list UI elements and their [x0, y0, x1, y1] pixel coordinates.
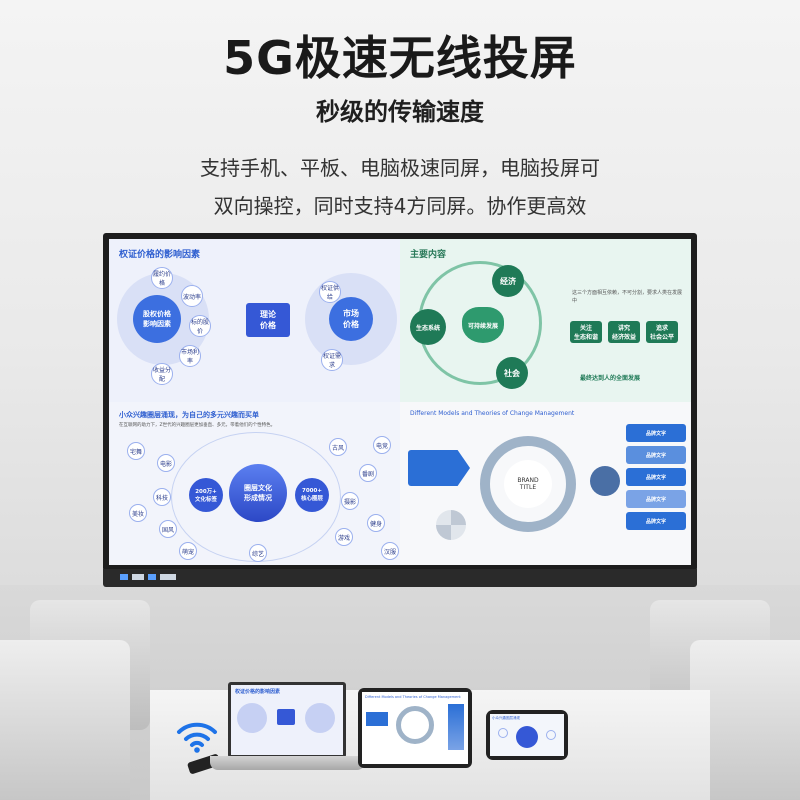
q1-bubble-6: 权证供给 — [319, 281, 341, 303]
front-port-typec[interactable] — [148, 574, 156, 580]
display-bottom-bezel — [103, 569, 697, 587]
q3-stat-left: 200万+ 文化标签 — [189, 478, 223, 512]
q2-card-3: 追求 社会公平 — [646, 321, 678, 343]
q4-ring — [480, 436, 576, 532]
q4-arrow-block — [408, 450, 470, 486]
laptop-bubble-left — [237, 703, 267, 733]
q2-card-2: 讲究 经济效益 — [608, 321, 640, 343]
q2-bottom-text: 最终达到人的全面发展 — [580, 375, 641, 382]
q2-node-sustainable: 可持续发展 — [462, 307, 504, 343]
q2-node-society: 社会 — [496, 357, 528, 389]
laptop-screen-title: 权证价格的影响因素 — [235, 689, 281, 695]
smartphone[interactable]: 小众兴趣圈层涌现 — [486, 710, 568, 760]
q1-title: 权证价格的影响因素 — [119, 250, 201, 260]
q3-tag-9: 番剧 — [359, 464, 377, 482]
q3-tag-6: 萌宠 — [179, 542, 197, 560]
slide-quadrant-2: 主要内容 经济 生态系统 可持续发展 社会 这三个方面相互依赖，不可分割，要求人… — [400, 239, 691, 402]
q4-gear — [590, 466, 620, 496]
laptop-screen: 权证价格的影响因素 — [231, 685, 343, 755]
tablet[interactable]: Different Models and Theories of Change … — [358, 688, 472, 768]
q1-center-right: 市场 价格 — [329, 297, 373, 341]
tablet-screen: Different Models and Theories of Change … — [362, 692, 468, 764]
tablet-side-items — [448, 704, 464, 750]
q1-bubble-7: 权证需求 — [321, 349, 343, 371]
q4-side-item-5: 品牌文字 — [626, 512, 686, 530]
chair-left-front — [0, 640, 130, 800]
q3-tag-1: 宅舞 — [127, 442, 145, 460]
tablet-screen-title: Different Models and Theories of Change … — [365, 695, 461, 699]
q4-side-item-3: 品牌文字 — [626, 468, 686, 486]
laptop[interactable]: 权证价格的影响因素 — [228, 682, 346, 758]
q1-center-left: 股权价格 影响因素 — [133, 295, 181, 343]
q1-center-mid: 理论 价格 — [246, 303, 290, 337]
q4-center: BRAND TITLE — [504, 460, 552, 508]
q4-side-item-2: 品牌文字 — [626, 446, 686, 464]
q4-pie — [436, 510, 466, 540]
front-port-hdmi[interactable] — [132, 574, 144, 580]
q4-side-item-4: 品牌文字 — [626, 490, 686, 508]
phone-screen: 小众兴趣圈层涌现 — [490, 714, 564, 756]
q1-bubble-1: 履约价格 — [151, 267, 173, 289]
subheadline: 秒级的传输速度 — [316, 98, 484, 126]
q3-tag-4: 美妆 — [129, 504, 147, 522]
q3-title: 小众兴趣圈层涌现，为自己的多元兴趣而买单 — [119, 411, 259, 419]
q3-tag-bottom: 综艺 — [249, 544, 267, 562]
slide-quadrant-1: 权证价格的影响因素 股权价格 影响因素 理论 价格 市场 价格 履约价格 波动率… — [109, 239, 400, 402]
q2-card-1: 关注 生态和谐 — [570, 321, 602, 343]
front-port-extra[interactable] — [160, 574, 176, 580]
slide-quadrant-3: 小众兴趣圈层涌现，为自己的多元兴趣而买单 在互联网的助力下，Z世代的兴趣圈层更加… — [109, 402, 400, 565]
q3-tag-12: 游戏 — [335, 528, 353, 546]
q3-tag-3: 科技 — [153, 488, 171, 506]
q3-tag-13: 汉服 — [381, 542, 399, 560]
phone-bubble-left — [498, 728, 508, 738]
q3-tag-5: 国风 — [159, 520, 177, 538]
q4-side-item-1: 品牌文字 — [626, 424, 686, 442]
display-screen[interactable]: 权证价格的影响因素 股权价格 影响因素 理论 价格 市场 价格 履约价格 波动率… — [109, 239, 691, 565]
tablet-arrow — [366, 712, 388, 726]
front-port-usb[interactable] — [120, 574, 128, 580]
q3-tag-7: 古风 — [329, 438, 347, 456]
q3-stat-right: 7000+ 核心圈层 — [295, 478, 329, 512]
q2-node-economy: 经济 — [492, 265, 524, 297]
phone-bubble-right — [546, 730, 556, 740]
q2-node-ecosystem: 生态系统 — [410, 309, 446, 345]
q2-title: 主要内容 — [410, 250, 447, 260]
phone-screen-title: 小众兴趣圈层涌现 — [492, 716, 520, 720]
interactive-display: 权证价格的影响因素 股权价格 影响因素 理论 价格 市场 价格 履约价格 波动率… — [103, 233, 697, 571]
laptop-base — [210, 756, 365, 770]
q1-bubble-3: 标的股价 — [189, 315, 211, 337]
slide-quadrant-4: Different Models and Theories of Change … — [400, 402, 691, 565]
q1-bubble-2: 波动率 — [181, 285, 203, 307]
q2-intro: 这三个方面相互依赖，不可分割，要求人类在发展中 — [572, 290, 683, 304]
q4-title: Different Models and Theories of Change … — [410, 410, 575, 417]
q3-tag-8: 电竞 — [373, 436, 391, 454]
wifi-icon — [177, 722, 217, 753]
laptop-bubble-right — [305, 703, 335, 733]
q3-subtitle: 在互联网的助力下，Z世代的兴趣圈层更加垂直、多元，带着他们的个性特色。 — [119, 423, 276, 428]
q3-center: 圈层文化 形成情况 — [229, 464, 287, 522]
laptop-box-center — [277, 709, 295, 725]
q1-bubble-4: 市场利率 — [179, 345, 201, 367]
tablet-ring — [396, 706, 434, 744]
q3-tag-10: 摄影 — [341, 492, 359, 510]
description-line-1: 支持手机、平板、电脑极速同屏，电脑投屏可 — [200, 156, 600, 180]
phone-center-bubble — [516, 726, 538, 748]
q3-tag-11: 健身 — [367, 514, 385, 532]
description-line-2: 双向操控，同时支持4方同屏。协作更高效 — [213, 194, 587, 218]
headline: 5G极速无线投屏 — [223, 31, 577, 85]
q1-bubble-5: 收益分配 — [151, 363, 173, 385]
q3-tag-2: 电影 — [157, 454, 175, 472]
